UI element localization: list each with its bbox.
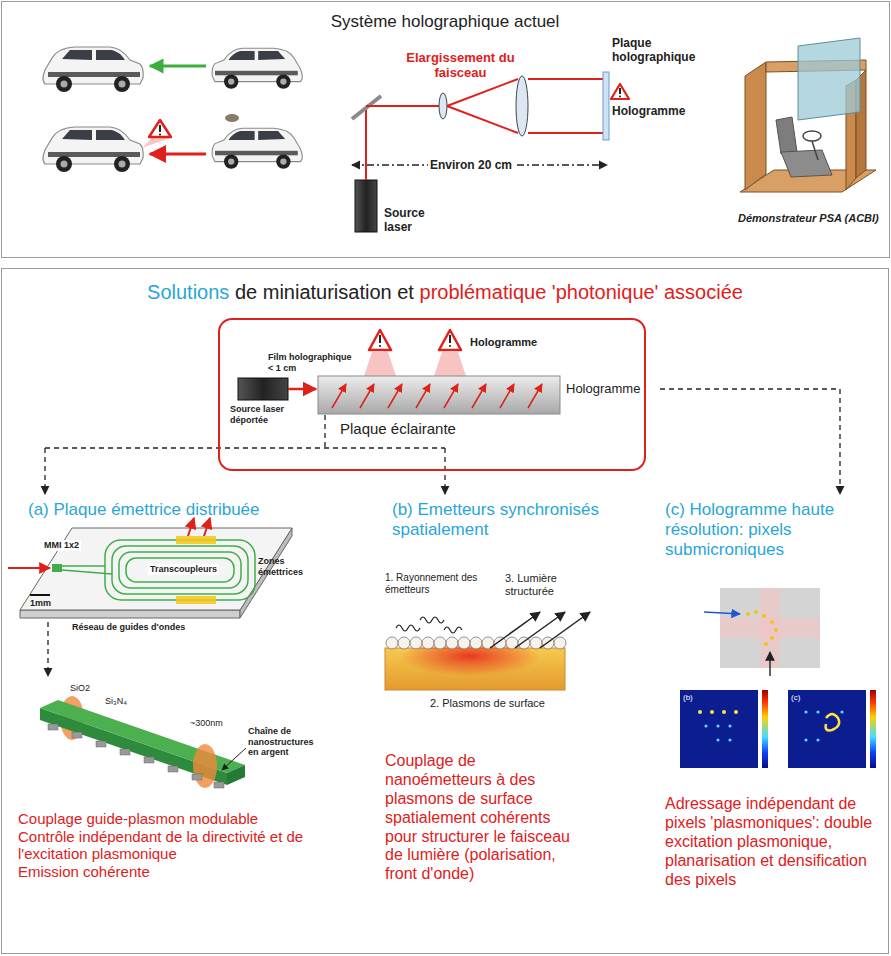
text-label: Hologramme: [612, 104, 685, 118]
miniaturised-bench: [238, 330, 560, 414]
heading-part: problématique 'photonique' associée: [420, 281, 743, 303]
node-text: Source laser déportée: [230, 404, 302, 425]
text-label: Chaîne de nanostructures en argent: [248, 726, 326, 758]
text-label: Zones émettrices: [258, 556, 316, 577]
finding-text: Emission cohérente: [18, 863, 318, 881]
text-label: 3. Lumière structurée: [505, 572, 585, 598]
miniaturised-system-box: HologrammeFilm holographique < 1 cmSourc…: [218, 318, 646, 471]
demonstrator-drawing: [740, 38, 876, 192]
text-label: (b) Emetteurs synchronisés spatialement: [392, 500, 642, 540]
text-label: Si₃N₄: [105, 696, 127, 707]
text-label: Plaque holographique: [612, 36, 707, 64]
car-scene: [43, 47, 302, 172]
field-maps: [680, 690, 876, 768]
text-label: Démonstrateur PSA (ACBI): [738, 212, 879, 225]
distributed-emitter-chip: [8, 518, 292, 618]
finding-text: Contrôle indépendant de la directivité e…: [18, 828, 318, 863]
text-label: Transcoupleurs: [148, 564, 219, 575]
waveguide-bar: [40, 696, 246, 788]
text-label: Source laser: [384, 206, 434, 234]
heading-part: de miniaturisation et: [235, 281, 414, 303]
node-text: Hologramme: [470, 336, 537, 349]
text-label: Elargissement du faisceau: [403, 50, 518, 81]
finding-text: Couplage guide-plasmon modulable: [18, 810, 318, 828]
plasmonic-pixel: [704, 588, 820, 676]
text-label: (c): [791, 693, 800, 702]
panel-heading: Solutions de miniaturisation et problémati…: [2, 281, 888, 305]
heading-part: Solutions: [147, 281, 229, 303]
text-label: 1mm: [30, 598, 51, 609]
node-text: Film holographique < 1 cm: [268, 352, 358, 373]
text-label: Réseau de guides d'ondes: [72, 622, 185, 633]
text-label: Couplage de nanoémetteurs à des plasmons…: [385, 752, 583, 884]
text-label: (c) Hologramme haute résolution: pixels …: [665, 500, 870, 560]
node-text: Plaque éclairante: [340, 420, 456, 438]
plasmon-slab: [385, 612, 590, 690]
text-label: (b): [683, 693, 693, 702]
text-column: Couplage guide-plasmon modulableContrôle…: [18, 810, 318, 881]
text-label: ~300nm: [190, 718, 223, 729]
node-text: Hologramme: [566, 381, 640, 396]
text-label: SiO2: [70, 683, 90, 694]
text-label: Adressage indépendant de pixels 'plasmon…: [665, 795, 880, 889]
text-label: 1. Rayonnement des émetteurs: [385, 572, 495, 596]
panel-title: Système holographique actuel: [1, 12, 889, 32]
text-label: MMI 1x2: [42, 540, 81, 551]
text-label: Environ 20 cm: [428, 158, 514, 172]
text-label: 2. Plasmons de surface: [430, 697, 545, 710]
text-label: (a) Plaque émettrice distribuée: [28, 500, 260, 520]
